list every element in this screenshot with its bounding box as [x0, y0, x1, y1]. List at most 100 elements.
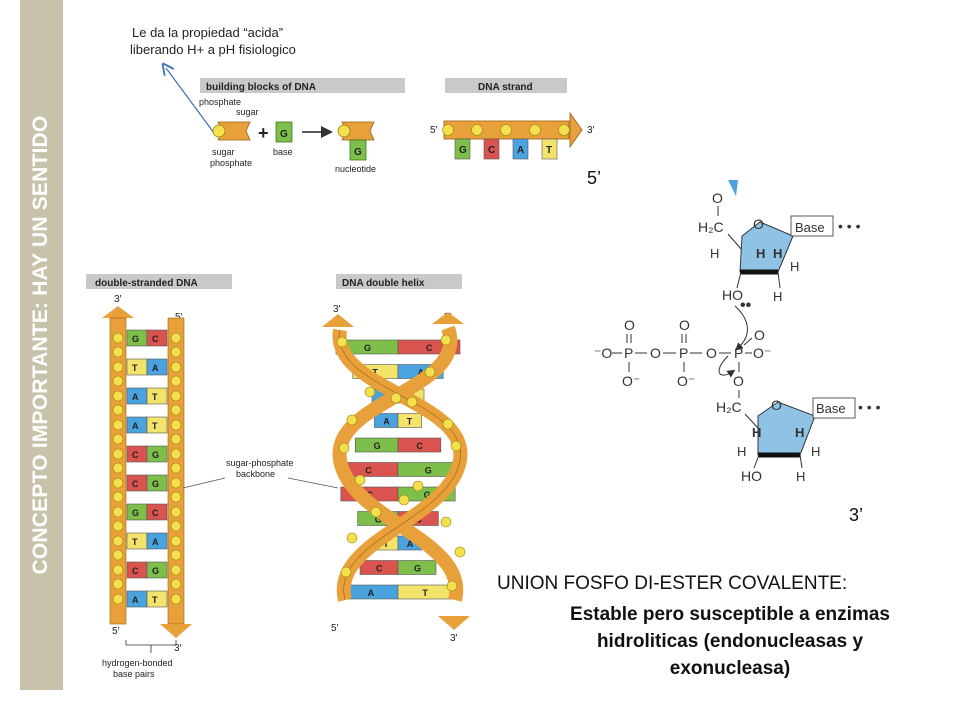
phosphate-dot: [112, 535, 124, 547]
svg-text:O⁻: O⁻: [677, 373, 695, 389]
svg-text:hydrogen-bonded: hydrogen-bonded: [102, 658, 173, 668]
ds-base-left-label: C: [132, 450, 139, 460]
ds-base-left-label: G: [132, 508, 139, 518]
helix-base-left-label: T: [383, 539, 389, 549]
ds-base-left-label: A: [132, 392, 139, 402]
svg-text:H: H: [811, 444, 820, 459]
helix-base-right-label: G: [424, 490, 431, 500]
helix-base-right-label: C: [416, 441, 423, 451]
phosphate-dot: [440, 334, 452, 346]
phosphate-dot: [398, 494, 410, 506]
svg-text:P: P: [624, 345, 633, 361]
side-banner: [20, 0, 63, 690]
phosphate-dot: [442, 418, 454, 430]
ds-base-right-label: G: [152, 450, 159, 460]
svg-text:H: H: [796, 469, 805, 484]
svg-text:3′: 3′: [174, 643, 182, 654]
svg-text:H: H: [752, 425, 761, 440]
ds-base-left-label: T: [132, 363, 138, 373]
svg-text:5′: 5′: [175, 312, 183, 323]
strand-base: [454, 138, 471, 160]
phosphate-dot: [112, 448, 124, 460]
svg-text:sugar: sugar: [212, 147, 235, 157]
note-arrow: [166, 68, 215, 134]
phosphate-dot: [446, 580, 458, 592]
union-detail-line3: exonucleasa): [669, 658, 791, 679]
phosphate-dot: [406, 396, 418, 408]
svg-text:O: O: [733, 373, 744, 389]
svg-text:backbone: backbone: [236, 469, 275, 479]
svg-text:HO: HO: [722, 287, 743, 303]
phosphate-dot: [170, 549, 182, 561]
ds-base-right: [146, 416, 168, 434]
phosphate-dot: [450, 440, 462, 452]
three-prime-label: 3’: [849, 505, 864, 525]
ds-base-left-label: C: [132, 479, 139, 489]
svg-text:H: H: [737, 444, 746, 459]
phosphate-dot: [170, 419, 182, 431]
phosphate-dot: [112, 361, 124, 373]
phosphate-dot: [112, 491, 124, 503]
helix-base-left-label: C: [376, 564, 383, 574]
phosphate-dot: [412, 480, 424, 492]
helix-base-left-label: A: [383, 417, 390, 427]
ds-base-right: [146, 358, 168, 376]
strand-base-label: G: [459, 145, 467, 156]
building-blocks-header: building blocks of DNA: [206, 82, 316, 93]
svg-text:+: +: [258, 123, 269, 143]
phosphodiester-structure: O H₂C O H H H H Base • • • HO H •• ⁻O P …: [594, 180, 881, 484]
strand-base: [541, 138, 558, 160]
acid-note: Le da la propiedad “acida” liberando H+ …: [130, 24, 296, 58]
strand-base: [483, 138, 500, 160]
ds-base-right-label: T: [152, 595, 158, 605]
ds-base-right-label: C: [152, 508, 159, 518]
ds-base-right: [146, 387, 168, 405]
svg-text:O: O: [771, 397, 782, 413]
svg-text:3′: 3′: [333, 304, 341, 315]
phosphate-dot: [112, 332, 124, 344]
phosphate-dot: [364, 386, 376, 398]
helix-base-right-label: T: [422, 588, 428, 598]
helix-base-right-label: G: [425, 466, 432, 476]
acid-note-line1: Le da la propiedad “acida”: [132, 25, 284, 40]
ds-base-right: [146, 445, 168, 463]
phosphate-dot: [338, 442, 350, 454]
phosphate-dot: [390, 392, 402, 404]
svg-text:O⁻: O⁻: [622, 373, 640, 389]
phosphate-dot: [346, 414, 358, 426]
ds-base-right-label: C: [152, 334, 159, 344]
phosphate-dot: [112, 404, 124, 416]
svg-text:O: O: [712, 190, 723, 206]
svg-text:P: P: [734, 345, 743, 361]
five-prime-label: 5’: [587, 168, 602, 188]
phosphate-dot: [112, 549, 124, 561]
phosphate-dot: [442, 124, 454, 136]
svg-text:3′: 3′: [587, 125, 595, 136]
svg-text:H: H: [790, 259, 799, 274]
phosphate-dot: [354, 474, 366, 486]
svg-text:3′: 3′: [450, 633, 458, 644]
phosphate-dot: [346, 532, 358, 544]
svg-text:O: O: [624, 317, 635, 333]
svg-text:O: O: [753, 216, 764, 232]
svg-text:base pairs: base pairs: [113, 669, 155, 679]
union-detail-line1: Estable pero susceptible a enzimas: [570, 604, 890, 625]
svg-text:sugar-phosphate: sugar-phosphate: [226, 458, 294, 468]
phosphate-dot: [471, 124, 483, 136]
helix-base-right: [397, 560, 437, 575]
ds-base-right-label: A: [152, 537, 159, 547]
helix-base-left-label: T: [372, 368, 378, 378]
svg-text:G: G: [280, 129, 288, 140]
strand-base-label: C: [488, 145, 495, 156]
helix-base-right-label: T: [407, 417, 413, 427]
phosphate-dot: [454, 546, 466, 558]
phosphate-dot: [112, 578, 124, 590]
svg-text:H: H: [710, 246, 719, 261]
svg-text:⁻O: ⁻O: [594, 345, 612, 361]
union-detail: Estable pero susceptible a enzimas hidro…: [510, 601, 950, 682]
svg-text:• • •: • • •: [838, 218, 861, 234]
union-detail-line2: hidroliticas (endonucleasas y: [596, 631, 864, 652]
